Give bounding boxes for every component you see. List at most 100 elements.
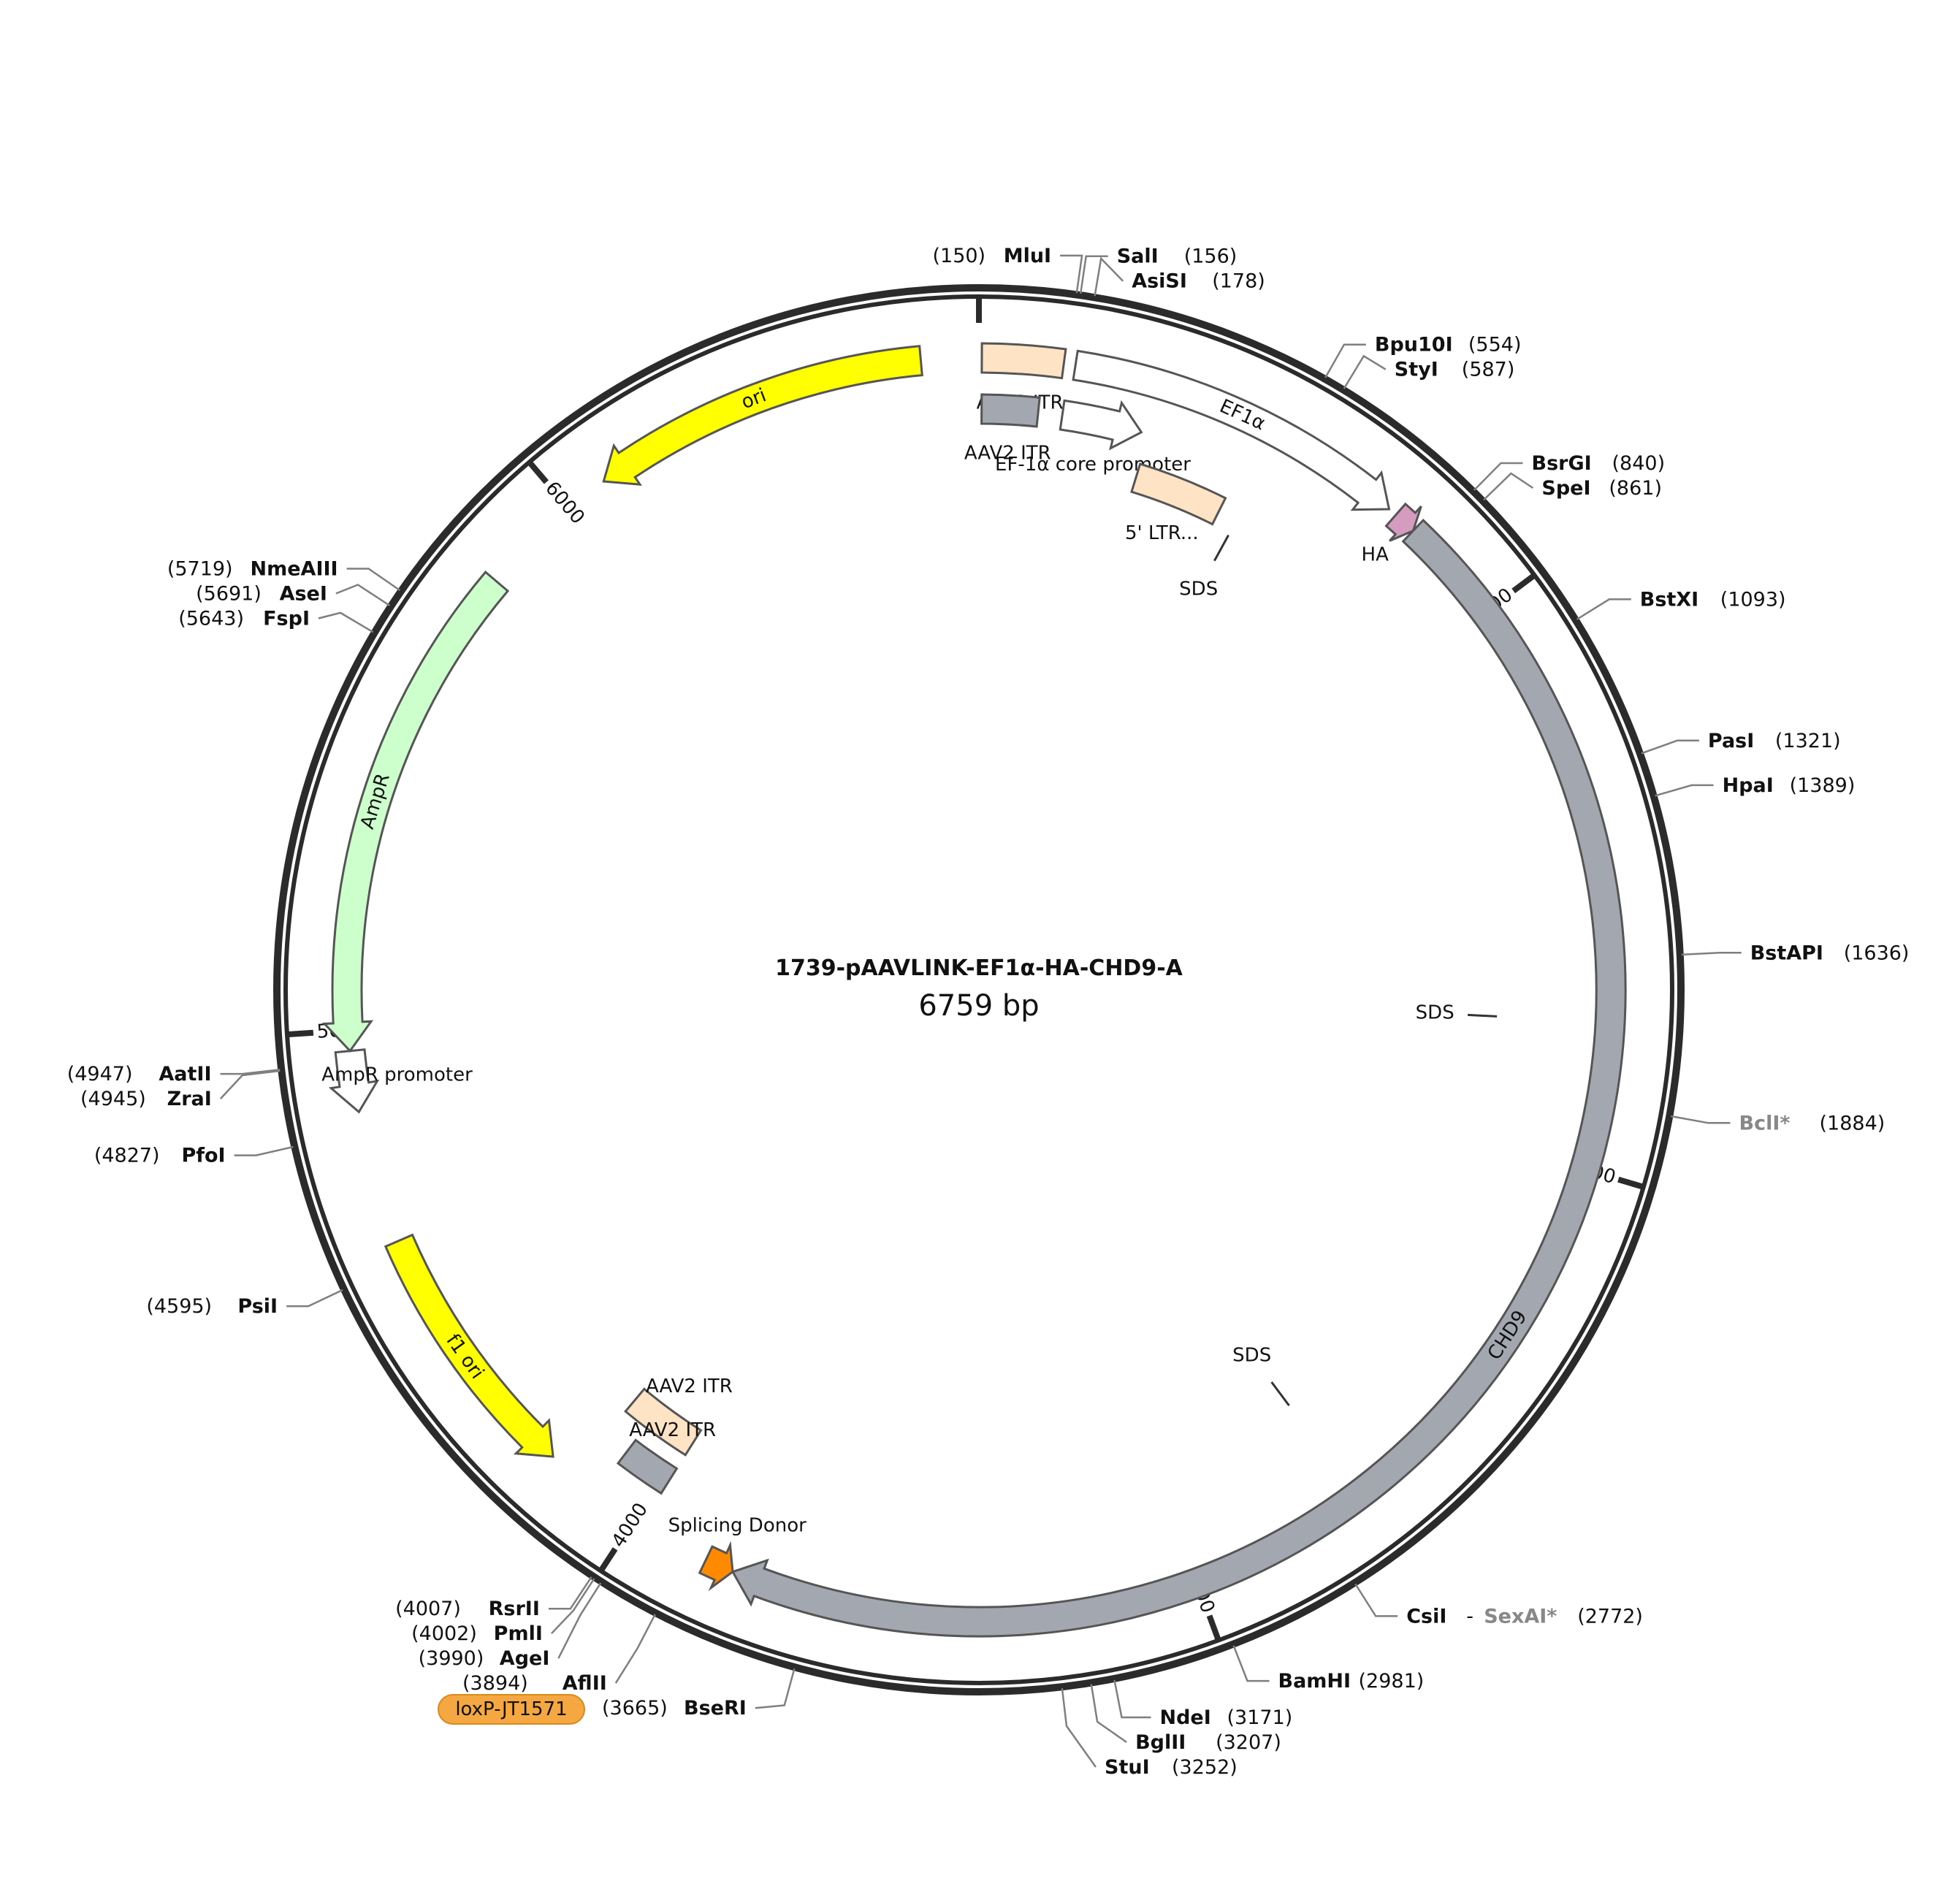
enzyme-position: (3990)	[419, 1647, 484, 1670]
enzyme-pasi: PasI (1321)	[1641, 730, 1841, 755]
feature-aav2-itr-bl1	[624, 1387, 703, 1457]
enzyme-leader	[1681, 952, 1742, 956]
enzyme-position: (3171)	[1227, 1706, 1293, 1729]
enzyme-stui: StuI (3252)	[1061, 1688, 1238, 1779]
enzyme-hpai: HpaI(1389)	[1655, 774, 1855, 797]
enzyme-name: AsiSI	[1132, 270, 1187, 293]
enzyme-leader	[234, 1145, 294, 1156]
enzyme-name: AgeI	[500, 1647, 550, 1670]
enzyme-name: PmlI	[494, 1622, 543, 1645]
enzyme-fspi: FspI(5643)	[178, 608, 374, 633]
enzyme-name: BstAPI	[1750, 942, 1823, 964]
enzyme-name: BsrGI	[1532, 452, 1592, 475]
enzyme-name: BstXI	[1640, 588, 1698, 611]
enzyme-leader	[1113, 1679, 1151, 1719]
enzyme-position: (1093)	[1720, 588, 1786, 611]
enzyme-name: AatII	[159, 1063, 211, 1086]
enzyme-name: AseI	[280, 583, 327, 606]
enzyme-name: PfoI	[181, 1145, 225, 1167]
enzyme-name: PasI	[1708, 730, 1754, 752]
enzyme-position: (840)	[1612, 452, 1666, 475]
enzyme-leader	[557, 1582, 602, 1659]
feature-label-aav2-itr-inner: AAV2 ITR	[964, 443, 1051, 465]
site-mark-sds2	[1270, 1381, 1290, 1406]
enzyme-aatii: AatII (4947)	[67, 1063, 281, 1086]
feature-label-5ltr: 5' LTR...	[1125, 522, 1199, 544]
feature-label-aav2-itr-bl2: AAV2 ITR	[629, 1419, 716, 1441]
feature-aav2-itr-bl2	[616, 1438, 679, 1495]
enzyme-leader	[614, 1614, 656, 1684]
enzyme-bsrgi: BsrGI (840)	[1473, 452, 1666, 491]
enzyme-name: SalI	[1117, 245, 1159, 268]
tick-label: 6000	[541, 478, 589, 529]
enzyme-position: (4827)	[94, 1145, 160, 1167]
enzyme-bseri: BseRI(3665)	[602, 1668, 796, 1720]
site-label-sds2: SDS	[1232, 1345, 1271, 1367]
enzyme-mlui: MluI (150)	[932, 245, 1083, 294]
enzyme-ndei: NdeI(3171)	[1113, 1679, 1293, 1729]
enzyme-leader	[1473, 462, 1523, 491]
enzyme-name: SpeI	[1541, 477, 1590, 500]
enzyme-name: BamHI	[1278, 1670, 1351, 1693]
enzyme-leader	[346, 568, 401, 592]
enzyme-name: StuI	[1105, 1756, 1150, 1779]
site-label-sds3: SDS	[1416, 1002, 1454, 1024]
enzyme-position: (5719)	[167, 558, 233, 581]
enzyme-position: (4947)	[67, 1063, 133, 1086]
enzyme-leader	[1641, 739, 1699, 755]
feature-f1-ori	[384, 1233, 554, 1458]
enzyme-bcli: BclI*(1884)	[1671, 1112, 1885, 1134]
enzyme-extra: SexAI*	[1484, 1605, 1557, 1628]
enzyme-name: ZraI	[167, 1088, 212, 1110]
feature-label-splicing-donor: Splicing Donor	[668, 1514, 807, 1536]
enzyme-position: (4002)	[411, 1622, 477, 1645]
plasmid-name: 1739-pAAVLINK-EF1α-HA-CHD9-A	[775, 955, 1183, 981]
enzyme-bstapi: BstAPI(1636)	[1681, 942, 1909, 964]
enzyme-pfoi: PfoI (4827)	[94, 1145, 294, 1167]
feature-5ltr	[1130, 462, 1227, 526]
enzyme-name: CsiI	[1406, 1605, 1446, 1628]
enzyme-leader	[1671, 1115, 1731, 1124]
enzyme-leader	[1232, 1645, 1270, 1682]
enzyme-position: (3894)	[462, 1672, 528, 1695]
tick-mark	[526, 459, 549, 484]
enzyme-position: (150)	[932, 245, 985, 267]
enzyme-name: PsiI	[237, 1295, 278, 1318]
enzyme-leader	[1343, 354, 1387, 389]
feature-label-ampr-promoter: AmpR promoter	[321, 1064, 473, 1086]
enzyme-leader	[1060, 254, 1083, 294]
enzyme-leader	[286, 1289, 343, 1308]
enzyme-psii: PsiI(4595)	[146, 1289, 343, 1318]
feature-ampr-promoter	[328, 1048, 380, 1114]
loxp-badge	[438, 1694, 585, 1725]
enzyme-asei: AseI(5691)	[196, 583, 391, 606]
enzyme-leader	[1079, 255, 1108, 294]
enzyme-position: (4007)	[395, 1598, 461, 1620]
feature-label-ha: HA	[1362, 544, 1389, 566]
feature-aav2-itr-inner	[980, 393, 1041, 428]
site-mark-sds3	[1468, 1013, 1498, 1018]
tick-mark	[1511, 571, 1538, 594]
feature-ef1a	[1072, 349, 1391, 511]
enzyme-leader	[1324, 343, 1366, 378]
enzyme-leader	[1483, 472, 1534, 501]
loxp-marker: loxP-JT1571	[438, 1694, 585, 1725]
enzyme-leader	[1090, 1684, 1127, 1744]
enzyme-name: Bpu10I	[1375, 334, 1453, 356]
enzyme-position: (3252)	[1172, 1756, 1238, 1779]
enzyme-name: NmeAIII	[251, 558, 338, 581]
enzyme-leader	[318, 611, 374, 633]
enzyme-position: (1321)	[1775, 730, 1841, 752]
enzyme-leader	[1061, 1688, 1097, 1768]
enzyme-nmeaiii: NmeAIII (5719)	[167, 558, 401, 592]
enzyme-name: MluI	[1004, 245, 1051, 267]
restriction-sites: SalI(156)AsiSI(178)Bpu10I(554)StyI(587)B…	[67, 245, 1910, 1779]
enzyme-bstxi: BstXI (1093)	[1576, 588, 1786, 620]
enzyme-leader	[548, 1576, 592, 1610]
enzyme-position: (554)	[1468, 334, 1522, 356]
tick-mark	[598, 1547, 618, 1574]
tick-mark	[1206, 1614, 1222, 1643]
loxp-label: loxP-JT1571	[455, 1698, 567, 1720]
enzyme-leader	[755, 1668, 796, 1709]
site-label-sds1: SDS	[1179, 579, 1218, 600]
